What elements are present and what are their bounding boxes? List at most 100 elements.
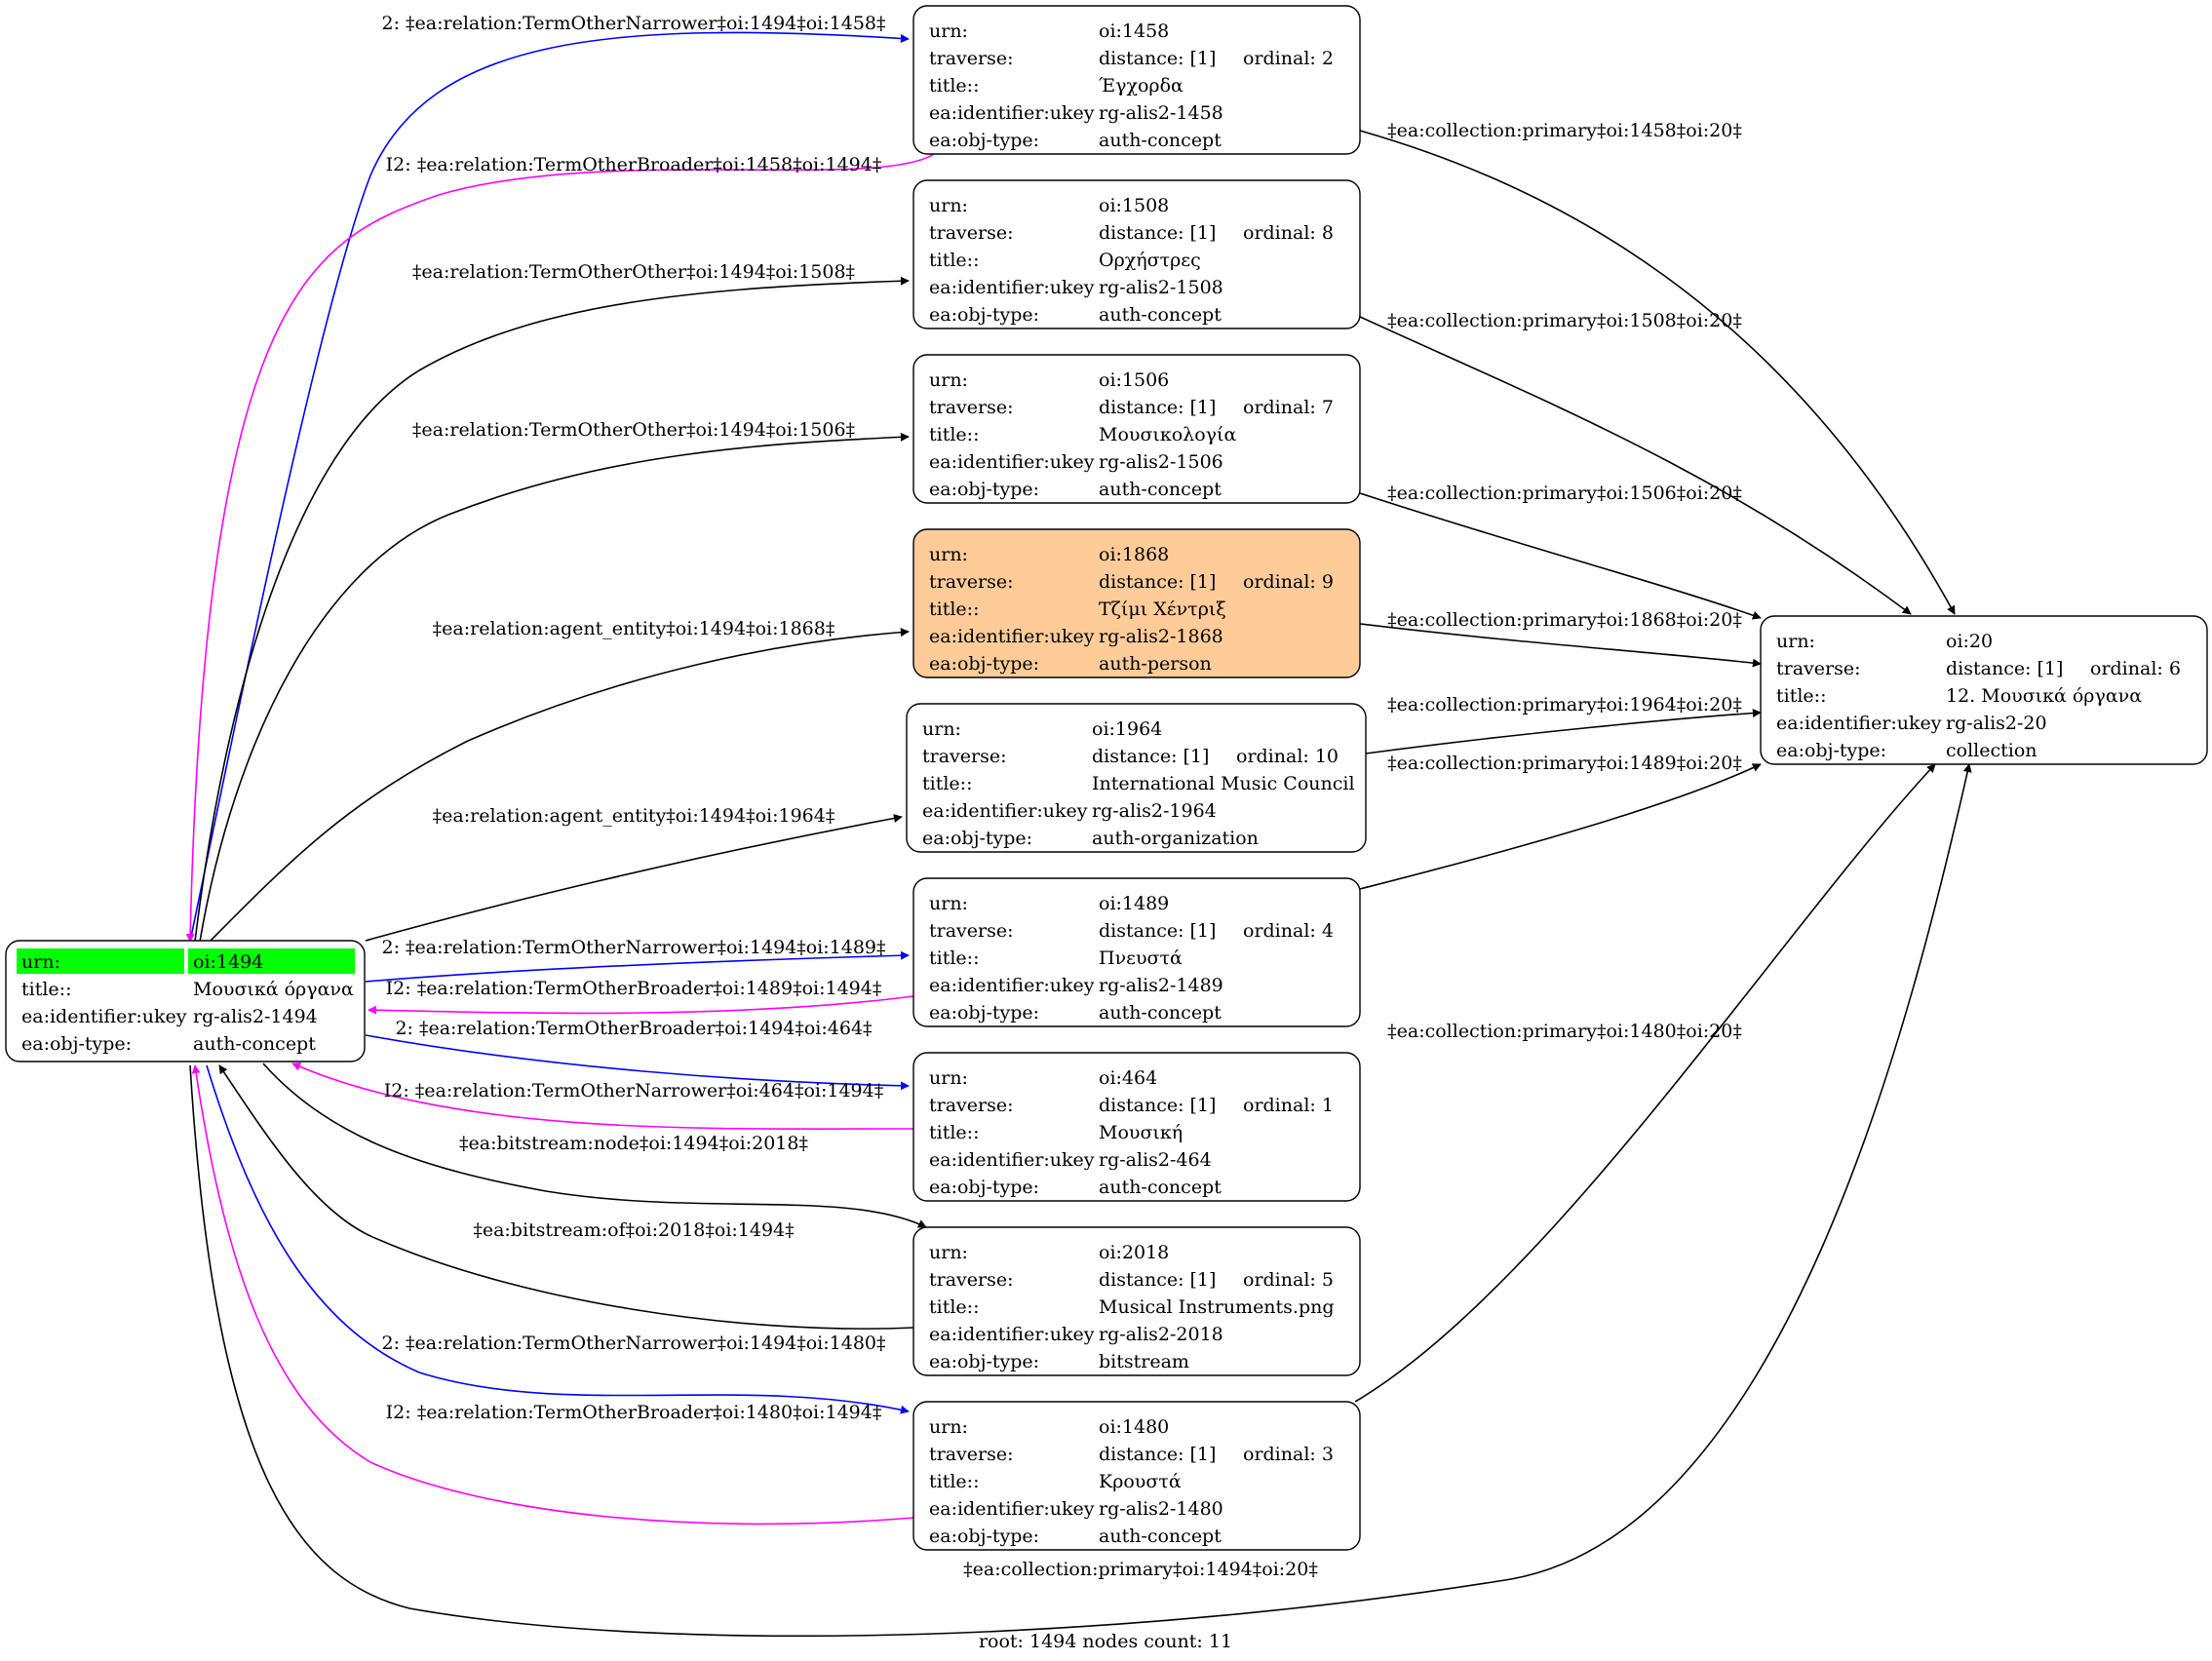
node-field-label: traverse: [929,48,1014,69]
node-field-value: auth-person [1099,653,1212,675]
node-field-value: Κρουστά [1099,1471,1182,1492]
node-field-label: ea:identifier:ukey [929,451,1095,473]
node-field-label: title:: [929,1471,979,1492]
node-field-value: auth-concept [1099,1002,1222,1024]
edge-1494-to-464 [365,1034,910,1091]
node-field-value: auth-organization [1092,828,1259,849]
edge-label: I2: ‡ea:relation:TermOtherBroader‡oi:148… [386,1402,882,1423]
node-field-value: Πνευστά [1099,947,1183,969]
node-box [912,1052,1361,1202]
edge-1494-to-2018 [262,1062,927,1228]
node-ordinal: ordinal: 10 [1236,746,1339,767]
node-field-label: urn: [929,1067,968,1089]
node-field-value: auth-concept [1099,1177,1222,1198]
node-field-label: title:: [929,599,979,620]
node-field-label: traverse: [929,1444,1014,1465]
edge-1480-to-1494 [191,1064,914,1526]
root-field-label: ea:identifier:ukey [21,1006,187,1027]
node-field-label: ea:identifier:ukey [929,1324,1095,1345]
node-field-value: oi:1480 [1099,1416,1169,1438]
edge-1494-to-1508 [194,276,910,943]
node-ordinal: ordinal: 3 [1243,1444,1334,1465]
edge-label: ‡ea:collection:primary‡oi:1868‡oi:20‡ [1387,609,1742,631]
node-field-value: rg-alis2-1489 [1099,975,1223,996]
node-field-label: ea:obj-type: [929,1526,1039,1547]
node-field-label: ea:obj-type: [929,653,1039,675]
node-field-value: distance: [1] [1099,920,1216,942]
node-field-value: distance: [1] [1099,1444,1216,1465]
node-ordinal: ordinal: 6 [2090,658,2181,679]
edge-label: ‡ea:collection:primary‡oi:1458‡oi:20‡ [1387,120,1742,141]
node-field-value: 12. Μουσικά όργανα [1946,685,2142,707]
node-field-value: Μουσικολογία [1099,424,1236,445]
node-box [906,703,1367,853]
edge-464-to-1494 [291,1062,914,1130]
node-field-label: traverse: [929,920,1014,942]
edge-label: ‡ea:collection:primary‡oi:1489‡oi:20‡ [1387,753,1742,774]
node-field-label: ea:identifier:ukey [1776,713,1942,734]
node-field-value: oi:2018 [1099,1242,1169,1263]
edge-1494-to-1868 [209,628,910,943]
node-field-label: ea:obj-type: [1776,740,1886,761]
node-box [912,1226,1361,1376]
root-field-value: Μουσικά όργανα [193,979,354,1000]
root-field-value: auth-concept [193,1033,316,1055]
edge-1458-to-20 [1359,130,1956,615]
node-field-label: ea:obj-type: [929,304,1039,326]
node-field-value: auth-concept [1099,304,1222,326]
node-field-label: ea:obj-type: [922,828,1032,849]
edge-label: ‡ea:relation:agent_entity‡oi:1494‡oi:196… [433,805,835,827]
node-field-label: traverse: [929,397,1014,418]
node-field-value: Έγχορδα [1099,75,1184,97]
edge-label: 2: ‡ea:relation:TermOtherBroader‡oi:1494… [395,1018,872,1039]
node-field-label: traverse: [922,746,1007,767]
node-field-value: Musical Instruments.png [1099,1296,1335,1318]
node-ordinal: ordinal: 8 [1243,222,1334,244]
node-box [912,5,1361,155]
node-field-label: traverse: [929,571,1014,593]
edge-1494-to-1489 [365,950,910,983]
node-field-label: ea:identifier:ukey [929,1149,1095,1171]
edge-1480-to-20 [1354,763,1936,1403]
node-field-value: rg-alis2-2018 [1099,1324,1223,1345]
node-field-label: ea:obj-type: [929,1351,1039,1372]
node-field-label: title:: [929,947,979,969]
node-ordinal: ordinal: 7 [1243,397,1334,418]
node-field-value: oi:1458 [1099,20,1169,42]
root-urn-highlight [188,948,355,974]
node-field-label: ea:identifier:ukey [929,102,1095,124]
node-field-value: rg-alis2-1868 [1099,626,1223,647]
edge-label: ‡ea:collection:primary‡oi:1494‡oi:20‡ [963,1559,1318,1580]
node-field-label: title:: [929,250,979,271]
edge-label: I2: ‡ea:relation:TermOtherBroader‡oi:145… [386,154,882,175]
node-field-value: rg-alis2-1508 [1099,277,1223,298]
root-field-label: ea:obj-type: [21,1033,132,1055]
edge-label: I2: ‡ea:relation:TermOtherNarrower‡oi:46… [384,1080,883,1101]
node-field-value: auth-concept [1099,479,1222,500]
edge-1494-to-20 [189,763,1972,1638]
node-field-value: rg-alis2-1964 [1092,800,1217,822]
node-box [912,179,1361,329]
node-ordinal: ordinal: 1 [1243,1095,1334,1116]
node-field-value: oi:20 [1946,631,1993,652]
edge-label: 2: ‡ea:relation:TermOtherNarrower‡oi:149… [381,1333,885,1354]
edge-1458-to-1494 [185,153,935,943]
node-field-label: urn: [922,718,961,740]
node-field-label: urn: [929,369,968,391]
node-field-label: traverse: [929,1269,1014,1291]
node-field-value: bitstream [1099,1351,1189,1372]
root-field-label: title:: [21,979,71,1000]
node-field-label: urn: [929,1242,968,1263]
